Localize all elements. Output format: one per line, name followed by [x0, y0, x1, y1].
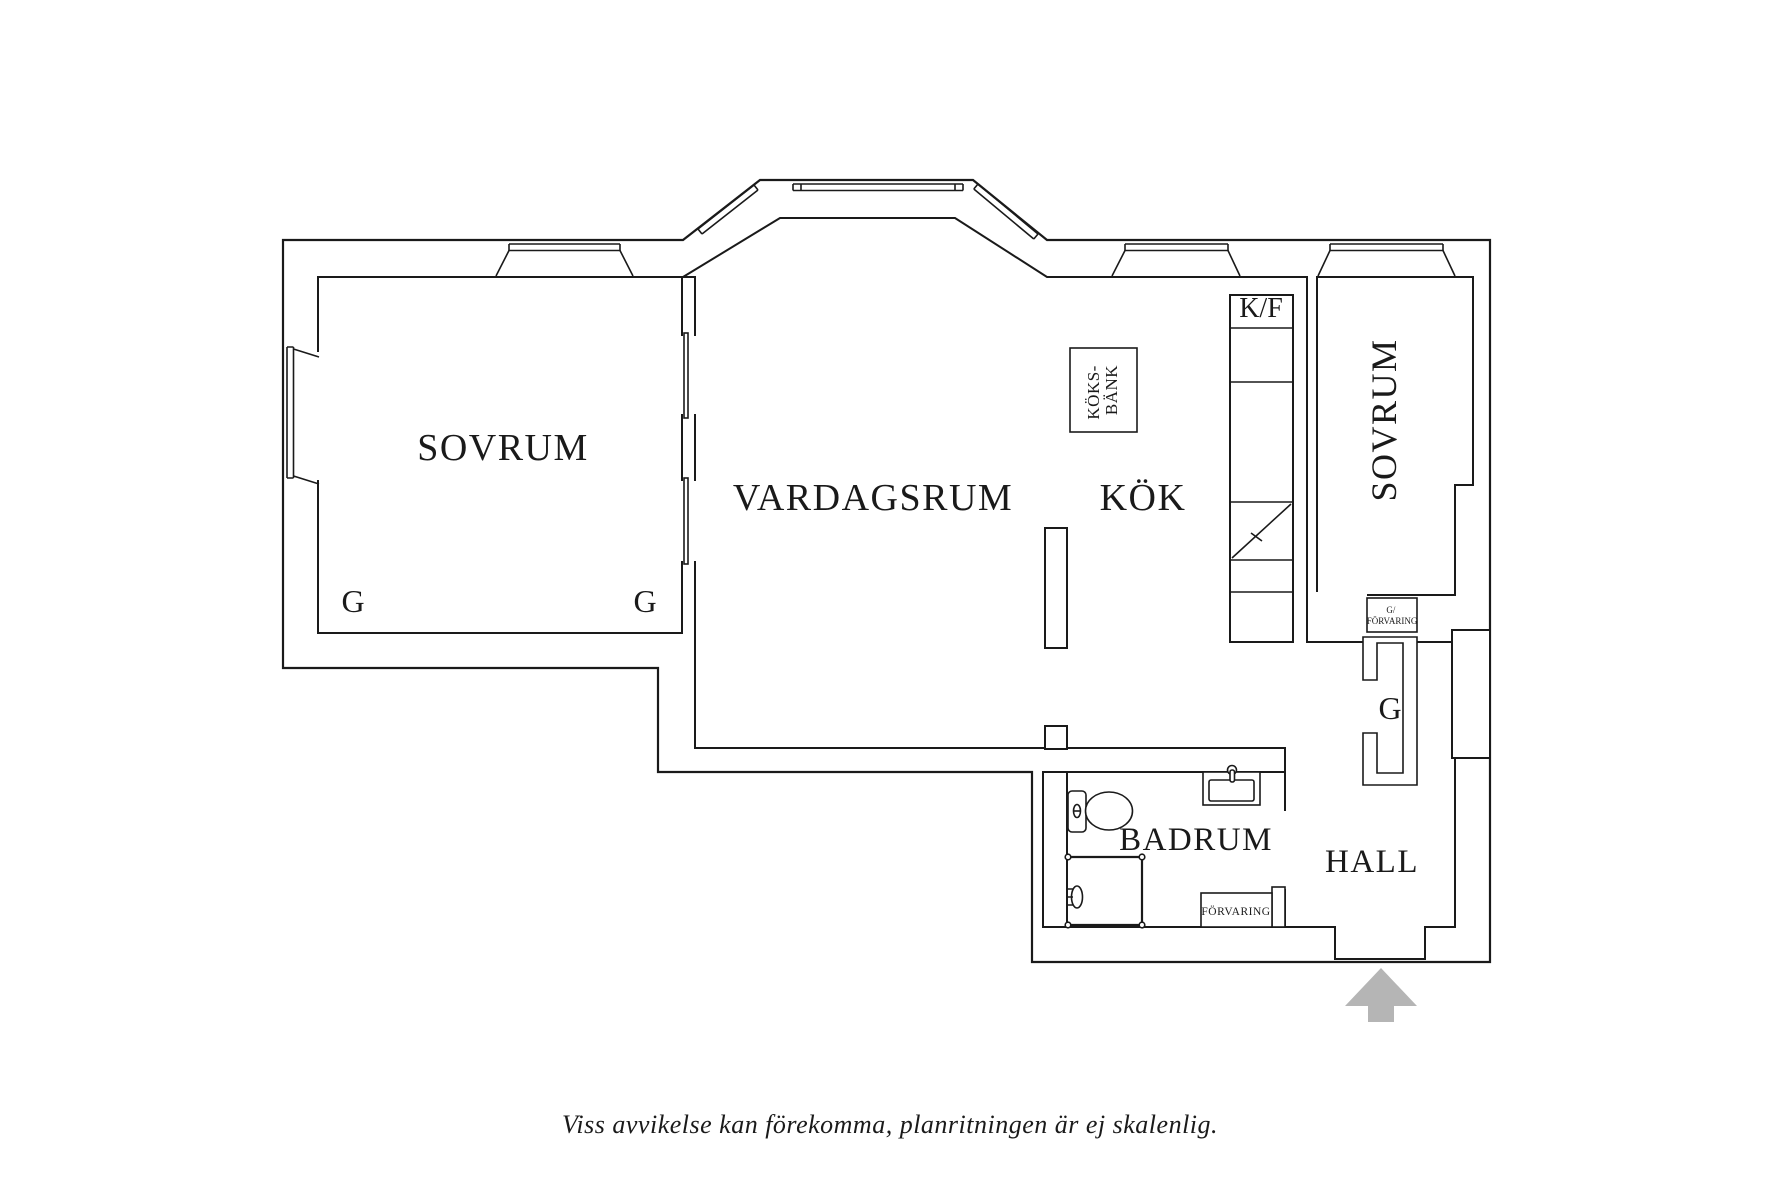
kitchen-cabinet-run: [1229, 294, 1294, 643]
window-bay-left: [697, 184, 759, 235]
disclaimer-caption: Viss avvikelse kan förekomma, planritnin…: [562, 1110, 1218, 1139]
window-kok-top: [1111, 243, 1241, 277]
forvaring-box: [1200, 892, 1273, 928]
room-label-sovrum-left: SOVRUM: [417, 427, 589, 469]
label-koksbank-line1: KÖKS-: [1084, 365, 1103, 419]
label-koksbank: KÖKS- BÄNK: [1084, 360, 1121, 419]
room-floor-sovrum-left: [317, 276, 683, 634]
room-label-vardagsrum: VARDAGSRUM: [733, 477, 1013, 519]
badrum-door-opening: [1281, 811, 1290, 889]
wall-stub: [1044, 725, 1068, 750]
label-koksbank-line2: BÄNK: [1102, 365, 1121, 415]
kitchen-pillar: [1044, 527, 1068, 649]
label-kf: K/F: [1239, 293, 1283, 324]
label-g-forvaring-line1: G/: [1386, 605, 1395, 615]
label-g-forvaring: G/ FÖRVARING: [1367, 605, 1418, 626]
entrance-arrow-icon: [1345, 968, 1417, 1022]
exterior-notch: [1451, 629, 1491, 759]
shower-head-icon: [1070, 885, 1084, 909]
door-leaf-sovrum-left-1: [683, 332, 689, 419]
door-leaf-sovrum-left-2: [683, 477, 689, 565]
g-closet: [1362, 636, 1418, 786]
window-sovrum-left-side: [286, 346, 320, 485]
window-bay-right: [973, 183, 1039, 240]
label-g-wardrobe-2: G: [633, 583, 656, 619]
window-bay-center: [792, 183, 964, 192]
badrum-wall-stub: [1271, 886, 1286, 928]
toilet-symbol: [1067, 790, 1134, 833]
room-label-hall: HALL: [1325, 844, 1419, 880]
sink-symbol: [1202, 764, 1261, 806]
label-g-wardrobe-1: G: [341, 583, 364, 619]
room-label-kok: KÖK: [1100, 477, 1187, 519]
room-label-sovrum-right: SOVRUM: [1364, 338, 1404, 501]
label-g-closet-hall: G: [1378, 690, 1401, 726]
g-forvaring-box: [1366, 597, 1418, 633]
label-forvaring-badrum: FÖRVARING: [1201, 904, 1270, 918]
window-sovrum-right-top: [1317, 243, 1456, 277]
koksbank-box: [1069, 347, 1138, 433]
label-g-forvaring-line2: FÖRVARING: [1367, 616, 1418, 626]
room-label-badrum: BADRUM: [1119, 822, 1273, 858]
wall-openings: [285, 242, 1445, 599]
shower-symbol: [1064, 853, 1146, 929]
window-sovrum-left-top: [495, 243, 634, 277]
